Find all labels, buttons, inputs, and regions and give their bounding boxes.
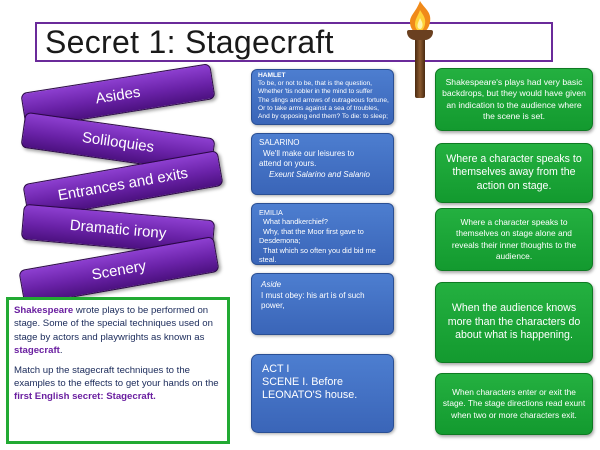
definition-soliloquy[interactable]: Where a character speaks to themselves o…	[435, 208, 593, 271]
definition-dramatic-irony[interactable]: When the audience knows more than the ch…	[435, 282, 593, 363]
quote-line: What handkerchief?	[263, 217, 328, 227]
quote-line: power,	[261, 301, 285, 310]
scene-line: SCENE I. Before	[262, 376, 344, 388]
torch-cup	[407, 30, 433, 40]
location-line: LEONATO'S house.	[262, 389, 358, 401]
quote-line: Or to take arms against a sea of trouble…	[258, 104, 379, 112]
quote-line: And by opposing end them? To die: to sle…	[258, 113, 389, 121]
example-act-scene[interactable]: ACT I SCENE I. Before LEONATO'S house.	[251, 354, 394, 433]
task-paragraph: Match up the stagecraft techniques to th…	[14, 364, 219, 403]
quote-line: I must obey: his art is of such	[261, 290, 365, 300]
example-hamlet[interactable]: HAMLET To be, or not to be, that is the …	[251, 69, 394, 125]
quote-line: Why, that the Moor first gave to	[263, 226, 364, 236]
speaker-name: SALARINO	[259, 138, 300, 147]
quote-line: Desdemona;	[259, 236, 301, 246]
title-box: Secret 1: Stagecraft	[35, 22, 553, 62]
speaker-name: HAMLET	[258, 72, 286, 79]
quote-line: steal.	[259, 255, 277, 265]
quote-line: To be, or not to be, that is the questio…	[258, 80, 372, 88]
definition-aside[interactable]: Where a character speaks to themselves a…	[435, 143, 593, 203]
flame-icon	[410, 1, 431, 34]
speaker-name: EMILIA	[259, 208, 283, 217]
quote-line: The slings and arrows of outrageous fort…	[258, 96, 389, 104]
page-title: Secret 1: Stagecraft	[45, 24, 334, 60]
definition-scenery[interactable]: Shakespeare's plays had very basic backd…	[435, 68, 593, 131]
definition-entrances-exits[interactable]: When characters enter or exit the stage.…	[435, 373, 593, 435]
instructions-box: Shakespeare wrote plays to be performed …	[6, 297, 230, 444]
quote-line: That which so often you did bid me	[263, 245, 376, 255]
act-line: ACT I	[262, 363, 290, 375]
stage-direction: Aside	[261, 280, 282, 289]
torch-icon	[400, 0, 440, 100]
stage-direction: Exeunt Salarino and Salanio	[269, 169, 370, 179]
quote-line: We'll make our leisures to	[263, 148, 355, 158]
intro-paragraph: Shakespeare wrote plays to be performed …	[14, 305, 213, 357]
example-emilia[interactable]: EMILIA What handkerchief? Why, that the …	[251, 203, 394, 265]
quote-line: Whether 'tis nobler in the mind to suffe…	[258, 88, 373, 96]
example-aside[interactable]: Aside I must obey: his art is of such po…	[251, 273, 394, 335]
quote-line: attend on yours.	[259, 159, 317, 168]
example-salarino[interactable]: SALARINO We'll make our leisures to atte…	[251, 133, 394, 195]
torch-handle	[415, 36, 425, 98]
